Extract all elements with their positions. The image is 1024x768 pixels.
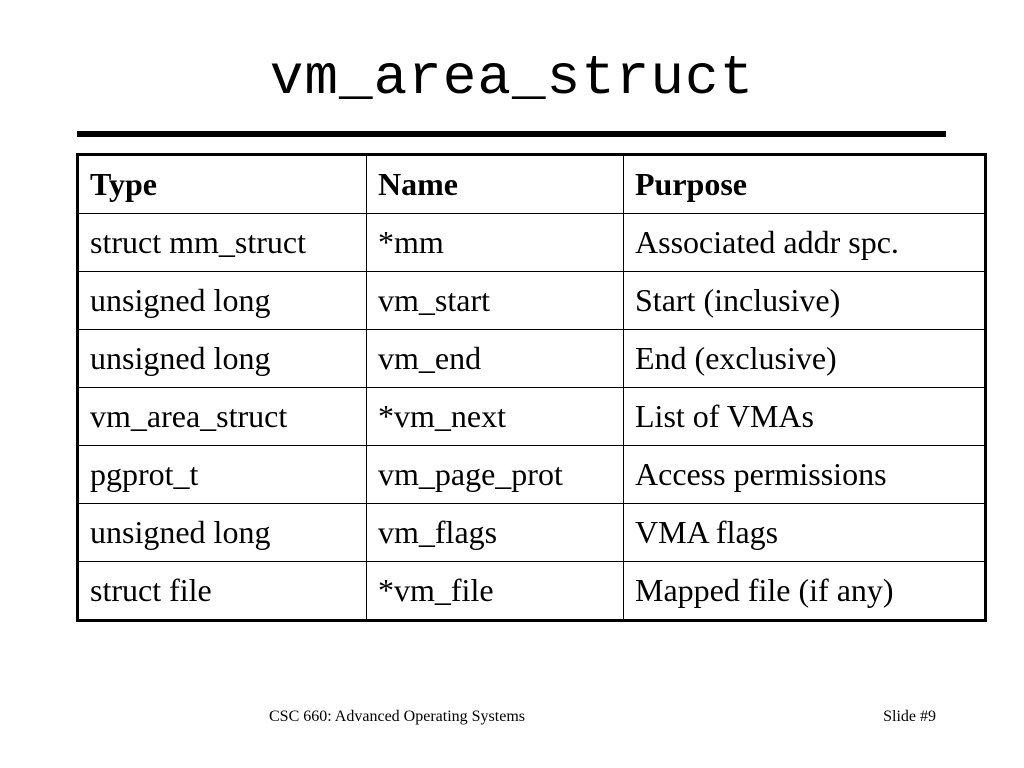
cell-name: vm_page_prot — [366, 445, 624, 504]
cell-purpose: Mapped file (if any) — [623, 561, 986, 621]
cell-name: *vm_file — [366, 561, 624, 621]
column-header-name: Name — [366, 154, 624, 214]
table-row: struct mm_struct *mm Associated addr spc… — [77, 213, 986, 272]
cell-purpose: Associated addr spc. — [623, 213, 986, 272]
table-row: unsigned long vm_end End (exclusive) — [77, 329, 986, 388]
cell-type: pgprot_t — [77, 445, 367, 504]
cell-type: unsigned long — [77, 271, 367, 330]
column-header-type: Type — [77, 154, 367, 214]
cell-purpose: Access permissions — [623, 445, 986, 504]
table-row: struct file *vm_file Mapped file (if any… — [77, 561, 986, 621]
cell-purpose: List of VMAs — [623, 387, 986, 446]
struct-fields-table: Type Name Purpose struct mm_struct *mm A… — [76, 153, 987, 622]
cell-name: vm_start — [366, 271, 624, 330]
cell-name: *mm — [366, 213, 624, 272]
cell-name: *vm_next — [366, 387, 624, 446]
cell-type: struct mm_struct — [77, 213, 367, 272]
cell-type: unsigned long — [77, 503, 367, 562]
title-underline — [77, 131, 946, 137]
cell-purpose: End (exclusive) — [623, 329, 986, 388]
cell-type: struct file — [77, 561, 367, 621]
cell-type: unsigned long — [77, 329, 367, 388]
table-row: pgprot_t vm_page_prot Access permissions — [77, 445, 986, 504]
column-header-purpose: Purpose — [623, 154, 986, 214]
table-row: unsigned long vm_flags VMA flags — [77, 503, 986, 562]
footer-slide-number: Slide #9 — [883, 708, 936, 725]
cell-purpose: Start (inclusive) — [623, 271, 986, 330]
table-header-row: Type Name Purpose — [77, 154, 986, 214]
table-row: unsigned long vm_start Start (inclusive) — [77, 271, 986, 330]
cell-type: vm_area_struct — [77, 387, 367, 446]
cell-purpose: VMA flags — [623, 503, 986, 562]
slide-title: vm_area_struct — [269, 46, 755, 110]
footer-course-name: CSC 660: Advanced Operating Systems — [269, 708, 525, 725]
cell-name: vm_end — [366, 329, 624, 388]
table-row: vm_area_struct *vm_next List of VMAs — [77, 387, 986, 446]
cell-name: vm_flags — [366, 503, 624, 562]
